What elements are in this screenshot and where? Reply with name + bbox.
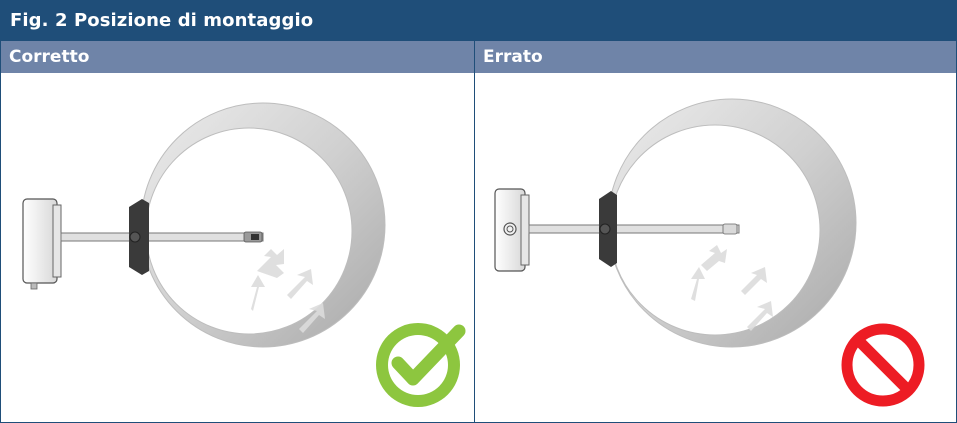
correct-mounting-illustration: [22, 102, 466, 407]
checkmark-icon: [376, 323, 466, 407]
airflow-arrows: [691, 245, 773, 331]
column-header-correct: Corretto: [1, 41, 474, 73]
duct-ring: [607, 98, 857, 348]
wrong-mounting-illustration: [494, 98, 925, 407]
panel-wrong: [475, 73, 956, 422]
panel-correct: [1, 73, 474, 422]
sensor-housing: [22, 198, 62, 290]
sensor-probe: [60, 231, 264, 243]
sensor-probe: [528, 223, 740, 235]
figure-title: Fig. 2 Posizione di montaggio: [10, 10, 314, 31]
mounting-flange: [129, 199, 149, 275]
duct-ring: [140, 102, 386, 348]
column-header-wrong: Errato: [475, 41, 956, 73]
sensor-housing: [494, 188, 530, 272]
prohibited-icon: [841, 323, 925, 407]
column-divider: [474, 41, 475, 422]
column-label-wrong: Errato: [483, 47, 543, 67]
airflow-arrows: [251, 249, 325, 333]
column-label-correct: Corretto: [9, 47, 90, 67]
figure-title-bar: Fig. 2 Posizione di montaggio: [1, 1, 956, 41]
mounting-flange: [599, 191, 617, 267]
